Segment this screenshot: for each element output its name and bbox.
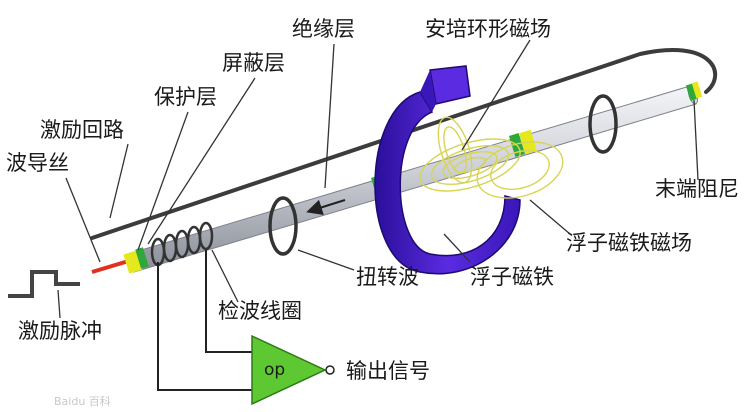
label-waveguide-wire: 波导丝 <box>6 151 69 175</box>
label-end-damper: 末端阻尼 <box>655 177 739 201</box>
collar-end <box>685 81 703 101</box>
output-node <box>325 365 335 375</box>
label-pickup-coil: 检波线圈 <box>218 299 302 323</box>
label-float-magnet: 浮子磁铁 <box>470 265 554 289</box>
torsion-arrow-left <box>268 196 298 256</box>
excitation-pulse-waveform <box>8 270 80 298</box>
label-excitation-pulse: 激励脉冲 <box>18 319 102 343</box>
float-magnet-ring <box>374 65 521 275</box>
label-ampere-ring-field: 安培环形磁场 <box>425 17 551 41</box>
label-float-magnet-field: 浮子磁铁磁场 <box>566 231 692 255</box>
torsion-arrow-right <box>588 94 618 154</box>
amplifier: op <box>251 334 335 406</box>
watermark: Baidu 百科 <box>54 394 111 408</box>
label-excitation-loop: 激励回路 <box>40 118 124 142</box>
magnetic-field-lines <box>419 116 564 199</box>
coil-lead-lower <box>157 262 275 391</box>
coil-lead-upper <box>205 250 255 353</box>
label-shield-layer: 屏蔽层 <box>222 51 285 75</box>
amplifier-label: op <box>264 360 285 380</box>
collar-left <box>123 247 149 274</box>
wave-direction-arrow <box>306 199 346 216</box>
label-torsion-wave: 扭转波 <box>356 265 419 289</box>
label-protective-layer: 保护层 <box>154 85 217 109</box>
leader-lines <box>57 39 699 319</box>
label-insulation-layer: 绝缘层 <box>292 17 355 41</box>
excitation-loop-wire <box>90 48 718 240</box>
pickup-coil <box>150 221 214 267</box>
label-output-signal: 输出信号 <box>346 359 430 383</box>
